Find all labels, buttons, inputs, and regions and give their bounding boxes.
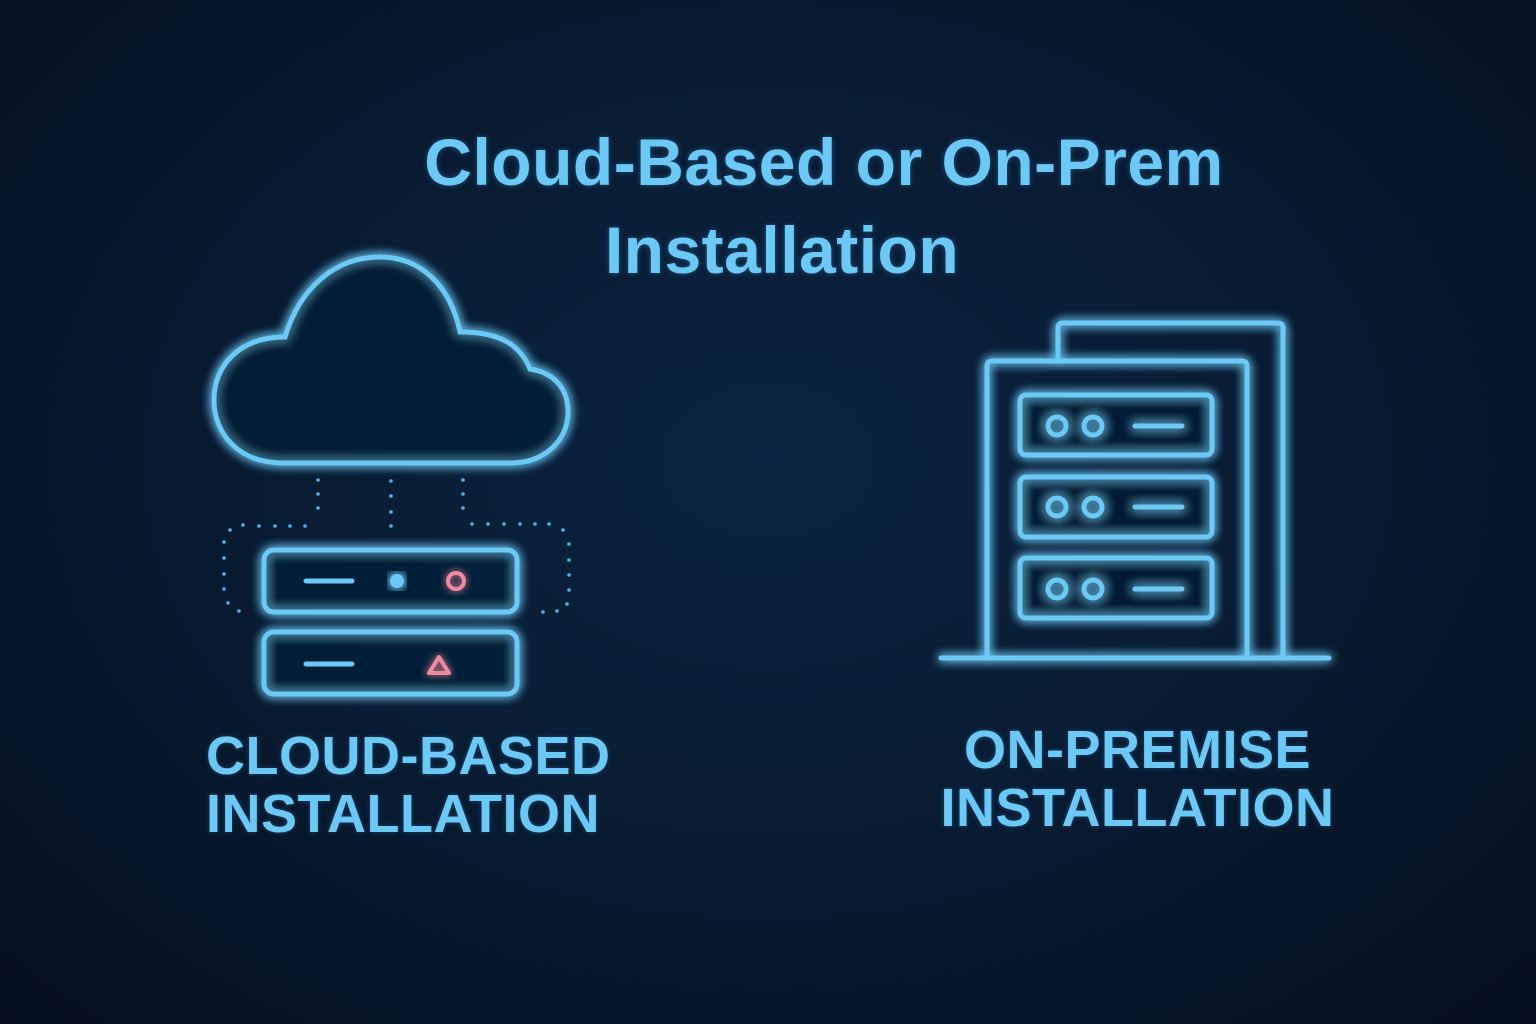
cloud-label-line-1: CLOUD-BASED (206, 726, 611, 786)
onprem-label-line-2: INSTALLATION (940, 778, 1335, 838)
back-building (1055, 320, 1286, 656)
onprem-label-line-1: ON-PREMISE (963, 720, 1312, 780)
title-line-2: Installation (604, 213, 960, 287)
alert-ring-icon (446, 571, 466, 591)
on-premise-label: ON-PREMISE INSTALLATION (930, 721, 1345, 837)
cloud-server-icon (211, 254, 571, 697)
dotted-connectors (222, 478, 571, 614)
building-server-rack-icon (938, 320, 1332, 661)
cloud-label-line-2: INSTALLATION (206, 784, 600, 844)
warning-triangle-icon (427, 655, 451, 675)
page-title: Cloud-Based or On-Prem Installation (0, 118, 1536, 294)
server-unit-2 (261, 629, 520, 697)
cloud-icon (211, 254, 571, 466)
title-line-1: Cloud-Based or On-Prem (424, 125, 1224, 199)
rack-unit-3 (1017, 555, 1215, 621)
rack-unit-2 (1017, 474, 1215, 540)
rack-unit-1 (1017, 392, 1215, 458)
status-led-icon (390, 574, 404, 588)
front-building (984, 358, 1250, 656)
cloud-based-label: CLOUD-BASED INSTALLATION (206, 727, 616, 843)
server-unit-1 (261, 547, 520, 615)
